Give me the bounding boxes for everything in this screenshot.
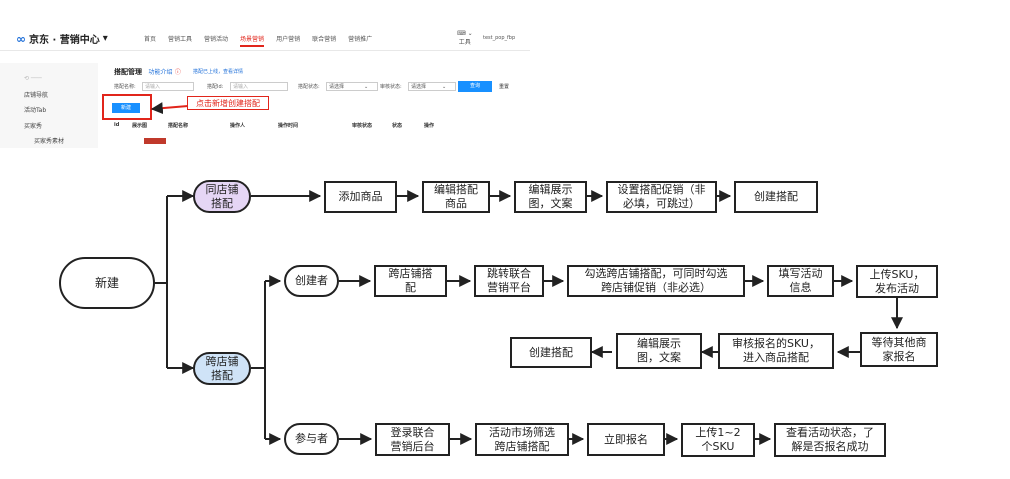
flow-step: 跳转联合 营销平台 <box>474 265 544 297</box>
chevron-down-icon: ⌄ <box>364 84 369 90</box>
col-header: 操作人 <box>230 123 246 129</box>
flow-step: 等待其他商 家报名 <box>860 332 938 367</box>
nav-item[interactable]: 联合营销 <box>312 36 337 43</box>
brand-name: 京东 · 营销中心 <box>29 35 100 46</box>
flow-step: 设置搭配促销（非 必填，可跳过） <box>606 181 717 213</box>
col-header: 审核状态 <box>352 123 373 129</box>
chevron-down-icon: ⌄ <box>442 84 447 90</box>
participant-node: 参与者 <box>284 423 339 455</box>
sidebar-item[interactable]: 买家秀 <box>24 123 43 130</box>
username[interactable]: test_pop_fbp <box>483 35 516 41</box>
audit-select[interactable]: 请选择 ⌄ <box>408 82 456 91</box>
filter-id-label: 搭配Id: <box>207 84 224 90</box>
flow-step: 编辑展示 图，文案 <box>616 333 702 369</box>
col-header: 搭配名称 <box>168 123 189 129</box>
start-node: 新建 <box>59 257 155 309</box>
audit-select-value: 请选择 <box>411 84 427 90</box>
nav-item[interactable]: 营销推广 <box>348 36 373 43</box>
reset-button[interactable]: 重置 <box>499 84 510 90</box>
col-header: id <box>114 122 120 128</box>
col-header: 展示图 <box>132 123 148 129</box>
table-header: id 展示图 搭配名称 操作人 操作时间 审核状态 状态 操作 <box>114 122 444 129</box>
new-button[interactable]: 新建 <box>112 103 140 113</box>
flow-step: 上传SKU， 发布活动 <box>856 265 938 298</box>
flow-step: 跨店铺搭 配 <box>374 265 447 297</box>
flow-step: 查看活动状态，了 解是否报名成功 <box>774 423 886 457</box>
nav-item-active[interactable]: 场景营销 <box>240 34 265 47</box>
filter-status-label: 搭配状态: <box>298 84 320 90</box>
filter-name-label: 搭配名称: <box>114 84 136 90</box>
page-title: 搭配管理 功能介绍 ⓘ <box>114 67 181 77</box>
tools-icon: ⌨ ⌄ <box>457 30 473 37</box>
page-title-text: 搭配管理 <box>114 68 142 76</box>
flow-step: 审核报名的SKU， 进入商品搭配 <box>718 333 834 369</box>
info-icon[interactable]: ⓘ <box>174 69 181 76</box>
sidebar-item[interactable]: 活动Tab <box>24 107 47 114</box>
main-content: 搭配管理 功能介绍 ⓘ 搭配已上线，查看详情 搭配名称: 请输入 搭配Id: 请… <box>100 58 530 148</box>
sidebar: ⟲ ─── 店铺导航 活动Tab 买家秀 买家秀素材 <box>0 63 98 148</box>
flow-step: 添加商品 <box>324 181 397 213</box>
flow-step: 填写活动 信息 <box>767 265 834 297</box>
nav-item[interactable]: 首页 <box>144 36 157 43</box>
flow-step: 勾选跨店铺搭配，可同时勾选 跨店铺促销（非必选） <box>567 265 745 297</box>
sidebar-item[interactable]: 店铺导航 <box>24 92 49 99</box>
flow-step: 创建搭配 <box>734 181 818 213</box>
callout-arrow <box>150 102 189 115</box>
main-nav: 首页 营销工具 营销活动 场景营销 用户营销 联合营销 营销推广 <box>144 34 372 47</box>
search-button[interactable]: 查询 <box>458 81 492 92</box>
creator-node: 创建者 <box>284 265 339 297</box>
flow-step: 编辑展示 图，文案 <box>514 181 587 213</box>
col-header: 操作时间 <box>278 123 299 129</box>
flow-step: 上传1~2 个SKU <box>681 423 755 457</box>
flow-step: 登录联合 营销后台 <box>375 423 450 456</box>
sidebar-collapse-icon[interactable]: ⟲ ─── <box>24 75 42 82</box>
screenshot-panel: ∞ 京东 · 营销中心 ▾ 首页 营销工具 营销活动 场景营销 用户营销 联合营… <box>0 0 530 148</box>
sidebar-item[interactable]: 买家秀素材 <box>34 138 65 145</box>
same-store-node: 同店铺 搭配 <box>193 180 251 213</box>
chevron-down-icon[interactable]: ▾ <box>102 33 108 44</box>
col-header: 操作 <box>424 123 435 129</box>
tools-menu[interactable]: ⌨ ⌄ 工具 <box>457 30 473 46</box>
notice-link[interactable]: 搭配已上线，查看详情 <box>193 69 244 75</box>
nav-item[interactable]: 营销活动 <box>204 36 229 43</box>
id-input[interactable]: 请输入 <box>230 82 288 91</box>
flow-step: 创建搭配 <box>510 337 592 368</box>
name-input[interactable]: 请输入 <box>142 82 194 91</box>
help-link[interactable]: 功能介绍 <box>148 69 173 76</box>
filter-audit-label: 审核状态: <box>380 84 402 90</box>
flow-step: 立即报名 <box>587 423 665 456</box>
callout-label: 点击新增创建搭配 <box>187 96 269 110</box>
product-thumbnail <box>144 138 166 144</box>
flow-step: 编辑搭配 商品 <box>422 181 490 213</box>
nav-item[interactable]: 营销工具 <box>168 36 193 43</box>
flow-step: 活动市场筛选 跨店铺搭配 <box>475 423 569 456</box>
cross-store-node: 跨店铺 搭配 <box>193 352 251 385</box>
status-select[interactable]: 请选择 ⌄ <box>326 82 378 91</box>
status-select-value: 请选择 <box>329 84 345 90</box>
top-nav-bar: ∞ 京东 · 营销中心 ▾ 首页 营销工具 营销活动 场景营销 用户营销 联合营… <box>0 0 530 51</box>
jd-logo-icon: ∞ <box>16 31 26 46</box>
nav-item[interactable]: 用户营销 <box>276 36 301 43</box>
brand: ∞ 京东 · 营销中心 ▾ <box>16 31 108 47</box>
tools-label: 工具 <box>458 39 471 46</box>
col-header: 状态 <box>392 123 403 129</box>
